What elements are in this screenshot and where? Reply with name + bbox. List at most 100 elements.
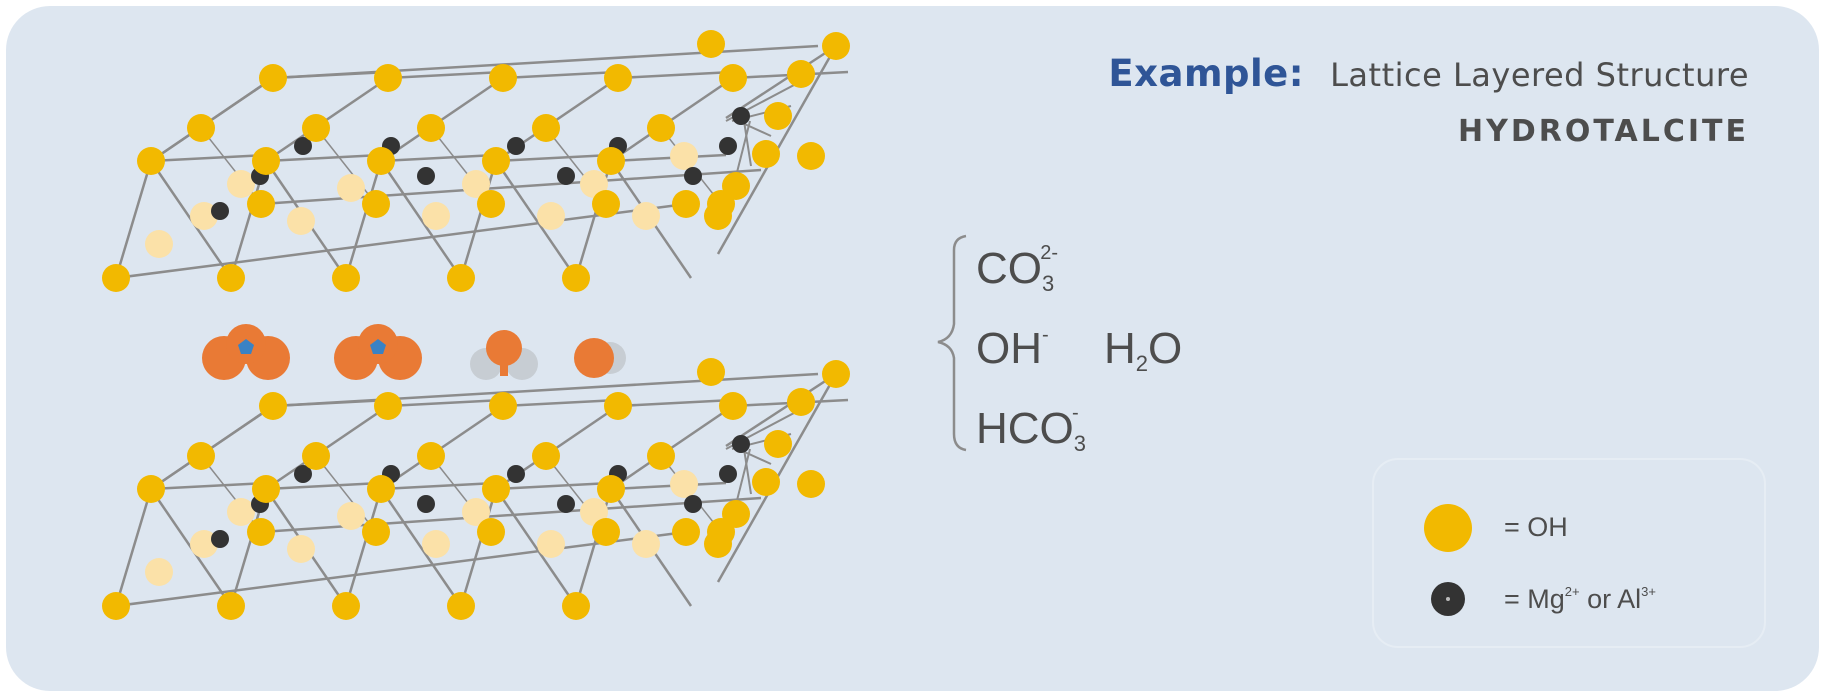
oxygen-atom — [574, 338, 614, 378]
carbon-atom — [238, 339, 254, 354]
lattice-bond — [315, 455, 377, 533]
lattice-bond — [114, 160, 153, 279]
oh-atom — [137, 147, 165, 175]
oh-atom — [697, 358, 725, 386]
lattice-bond — [387, 70, 504, 80]
lattice-bond — [272, 372, 819, 408]
oh-atom-back — [462, 170, 490, 198]
oh-atom — [647, 114, 675, 142]
oh-atom — [447, 592, 475, 620]
oh-atom — [477, 190, 505, 218]
structure-name: Lattice Layered Structure — [1330, 56, 1749, 94]
oh-atom — [697, 30, 725, 58]
oh-atom — [367, 147, 395, 175]
oh-atom-back — [227, 498, 255, 526]
oh-atom-back — [145, 558, 173, 586]
molecule-water: H2O — [1104, 324, 1183, 376]
oh-atom — [489, 392, 517, 420]
lattice-bond — [150, 481, 267, 491]
compound-name: HYDROTALCITE — [1458, 114, 1749, 149]
oh-atom — [247, 518, 275, 546]
metal-atom — [719, 137, 737, 155]
lattice-bond — [315, 127, 377, 205]
oh-atom-back — [632, 530, 660, 558]
oh-atom — [532, 114, 560, 142]
legend-metal-swatch — [1431, 582, 1465, 616]
oh-atom — [752, 140, 780, 168]
oh-atom — [719, 64, 747, 92]
oh-atom — [247, 190, 275, 218]
oh-atom — [562, 264, 590, 292]
lattice-layer-bottom — [102, 358, 850, 620]
oh-atom-back — [287, 207, 315, 235]
oh-atom-back — [670, 142, 698, 170]
interlayer-anions — [202, 324, 626, 380]
oh-atom — [332, 592, 360, 620]
metal-atom — [684, 167, 702, 185]
lattice-bond — [344, 488, 383, 607]
oh-atom — [822, 32, 850, 60]
oh-atom — [604, 392, 632, 420]
oh-atom — [374, 64, 402, 92]
oh-atom-back — [145, 230, 173, 258]
lattice-bond — [115, 202, 687, 280]
lattice-bond — [617, 398, 734, 408]
lattice-bond — [617, 70, 734, 80]
oh-atom — [187, 442, 215, 470]
oh-atom — [137, 475, 165, 503]
oh-atom — [482, 147, 510, 175]
oh-atom — [447, 264, 475, 292]
anion-bicarbonate: HCO3- — [976, 402, 1087, 456]
metal-atom — [294, 465, 312, 483]
oh-atom — [597, 475, 625, 503]
oxygen-atom — [500, 346, 508, 376]
carbon-atom — [370, 339, 386, 354]
metal-atom — [732, 107, 750, 125]
example-label: Example: — [1108, 52, 1305, 95]
oh-atom — [362, 190, 390, 218]
lattice-bond — [272, 44, 819, 80]
oh-atom — [672, 190, 700, 218]
oh-atom — [704, 202, 732, 230]
legend-metal-label: = Mg2+ or Al3+ — [1504, 584, 1656, 614]
oh-atom-back — [422, 202, 450, 230]
oh-atom — [787, 388, 815, 416]
oh-atom — [367, 475, 395, 503]
lattice-bond — [387, 398, 504, 408]
oh-atom — [302, 114, 330, 142]
oh-atom — [787, 60, 815, 88]
oh-atom-back — [190, 202, 218, 230]
oh-atom — [592, 518, 620, 546]
lattice-bond — [743, 448, 752, 495]
oh-atom — [597, 147, 625, 175]
lattice-layer-top — [102, 30, 850, 292]
oh-atom — [477, 518, 505, 546]
oh-atom — [302, 442, 330, 470]
lattice-bond — [150, 153, 267, 163]
oh-atom-back — [632, 202, 660, 230]
oh-atom-back — [337, 174, 365, 202]
metal-atom — [417, 495, 435, 513]
metal-atom — [211, 202, 229, 220]
lattice-bond — [610, 481, 727, 491]
oh-atom — [217, 592, 245, 620]
lattice-diagram — [102, 30, 967, 620]
metal-atom — [684, 495, 702, 513]
lattice-bond — [379, 488, 463, 607]
oh-atom-back — [462, 498, 490, 526]
lattice-bond — [502, 398, 619, 408]
metal-atom — [732, 435, 750, 453]
lattice-bond — [495, 153, 612, 163]
metal-atom — [719, 465, 737, 483]
metal-atom — [507, 465, 525, 483]
lattice-bond — [114, 488, 153, 607]
oh-atom — [252, 147, 280, 175]
oh-atom — [672, 518, 700, 546]
oh-atom — [102, 592, 130, 620]
oh-atom — [482, 475, 510, 503]
oh-atom — [374, 392, 402, 420]
lattice-bond — [459, 488, 498, 607]
oh-atom — [722, 500, 750, 528]
oh-atom — [592, 190, 620, 218]
oh-atom — [362, 518, 390, 546]
